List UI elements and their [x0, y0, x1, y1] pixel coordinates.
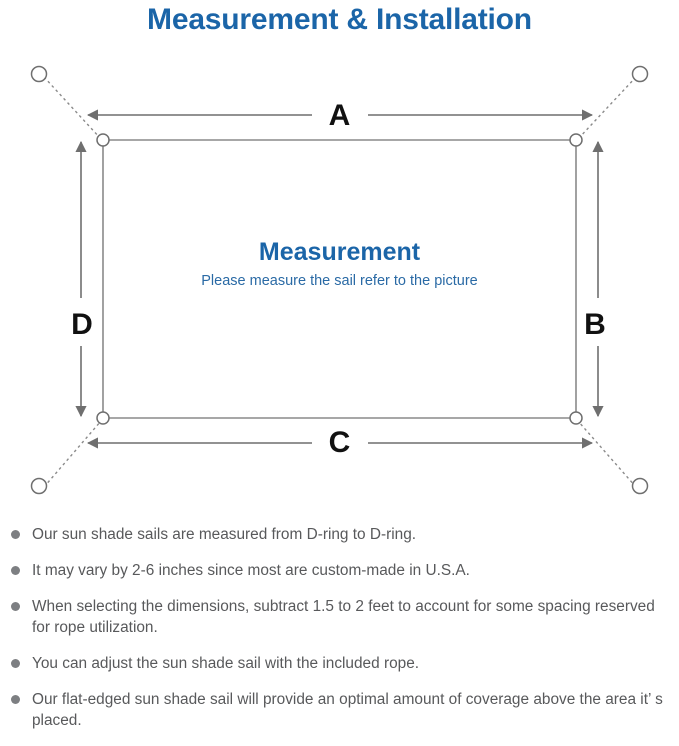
anchor-point-top-right-icon [631, 65, 649, 83]
note-text: You can adjust the sun shade sail with t… [32, 655, 420, 672]
note-text: When selecting the dimensions, subtract … [32, 598, 655, 636]
notes-list: Our sun shade sails are measured from D-… [0, 524, 679, 746]
rope-line-top-right [577, 76, 637, 140]
d-rings [96, 133, 583, 425]
dimension-label-c: C [328, 426, 351, 459]
anchor-point-top-left-icon [30, 65, 48, 83]
anchor-point-bottom-right-icon [631, 477, 649, 495]
note-text: Our flat-edged sun shade sail will provi… [32, 691, 663, 729]
bullet-icon [11, 695, 20, 704]
note-text: It may vary by 2-6 inches since most are… [32, 562, 470, 579]
d-ring-bottom-left-icon [96, 411, 110, 425]
sail-rectangle [102, 139, 577, 419]
d-ring-top-left-icon [96, 133, 110, 147]
diagram-svg [30, 65, 649, 495]
list-item: When selecting the dimensions, subtract … [0, 596, 679, 638]
bullet-icon [11, 602, 20, 611]
d-ring-bottom-right-icon [569, 411, 583, 425]
shade-sail-measurement-diagram: Measurement Please measure the sail refe… [0, 46, 679, 511]
list-item: It may vary by 2-6 inches since most are… [0, 560, 679, 581]
bullet-icon [11, 530, 20, 539]
list-item: You can adjust the sun shade sail with t… [0, 653, 679, 674]
bullet-icon [11, 659, 20, 668]
dimension-label-b: B [584, 308, 606, 341]
anchor-points [30, 65, 649, 495]
page-title: Measurement & Installation [147, 3, 532, 36]
rope-line-top-left [43, 76, 102, 140]
rope-lines [43, 76, 637, 488]
d-ring-top-right-icon [569, 133, 583, 147]
dimension-label-a: A [328, 99, 351, 132]
note-text: Our sun shade sails are measured from D-… [32, 526, 417, 543]
anchor-point-bottom-left-icon [30, 477, 48, 495]
list-item: Our flat-edged sun shade sail will provi… [0, 689, 679, 731]
bullet-icon [11, 566, 20, 575]
dimension-label-d: D [71, 308, 93, 341]
list-item: Our sun shade sails are measured from D-… [0, 524, 679, 545]
